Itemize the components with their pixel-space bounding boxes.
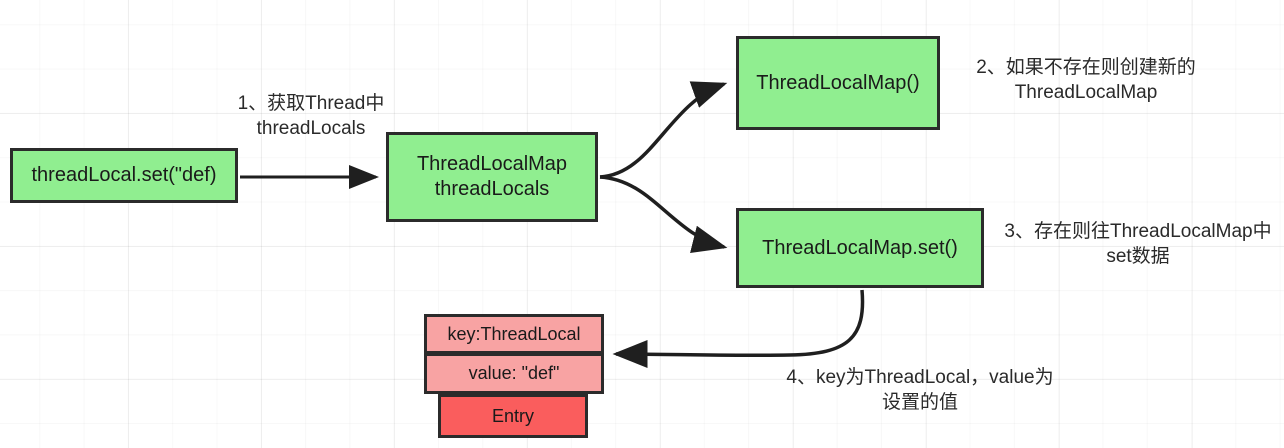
edge-map-to-ctor (599, 81, 728, 179)
node-threadlocalmap-threadlocals-label: ThreadLocalMap threadLocals (416, 153, 568, 200)
node-threadlocalmap-set-label: ThreadLocalMap.set() (762, 236, 958, 259)
node-threadlocalmap-set[interactable]: ThreadLocalMap.set() (736, 208, 984, 288)
node-entry-key-row[interactable]: key:ThreadLocal (424, 314, 604, 354)
node-threadlocalmap-constructor[interactable]: ThreadLocalMap() (736, 36, 940, 130)
node-entry-title[interactable]: Entry (438, 394, 588, 438)
annotation-step-4: 4、key为ThreadLocal，value为 设置的值 (786, 367, 1054, 413)
annotation-step-1: 1、获取Thread中 threadLocals (237, 93, 385, 139)
node-threadlocal-set-label: threadLocal.set("def) (31, 164, 217, 186)
node-threadlocal-set[interactable]: threadLocal.set("def) (10, 148, 238, 203)
node-entry-value-row[interactable]: value: "def" (424, 353, 604, 394)
edge-map-to-set (599, 175, 728, 253)
edge-set-to-entry (612, 289, 865, 369)
annotation-step-2: 2、如果不存在则创建新的 ThreadLocalMap (976, 57, 1196, 103)
node-threadlocalmap-constructor-label: ThreadLocalMap() (756, 71, 920, 94)
node-entry-title-label: Entry (491, 405, 534, 426)
node-entry-key-label: key:ThreadLocal (447, 323, 581, 344)
annotation-step-3: 3、存在则往ThreadLocalMap中 set数据 (1004, 221, 1272, 267)
node-entry-value-label: value: "def" (468, 363, 560, 384)
node-threadlocalmap-threadlocals[interactable]: ThreadLocalMap threadLocals (386, 132, 598, 222)
